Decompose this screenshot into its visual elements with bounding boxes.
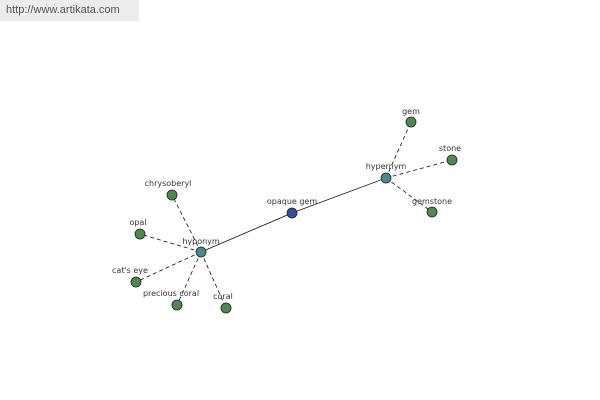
label-gem: gem [402,107,420,116]
node-hypernym[interactable] [380,172,392,184]
graph-labels: opaque gemhypernymhyponymgemstonegemston… [112,107,461,301]
edge-hyponym-precious-coral [176,251,202,306]
edge-hypernym-gem [385,121,412,179]
graph-edges [135,121,453,309]
node-hyponym[interactable] [195,246,207,258]
graph-nodes [130,116,458,314]
edge-hypernym-stone [385,159,453,179]
label-chrysoberyl: chrysoberyl [145,179,192,188]
edge-hyponym-chrysoberyl [171,194,202,253]
edge-hyponym-cat-s-eye [135,251,202,283]
label-precious-coral: precious coral [143,289,199,298]
label-cat-s-eye: cat's eye [112,266,148,275]
label-opal: opal [129,218,146,227]
node-gem[interactable] [405,116,417,128]
node-cat-s-eye[interactable] [130,276,142,288]
label-stone: stone [439,144,461,153]
url-bar: http://www.artikata.com [0,0,139,21]
node-gemstone[interactable] [426,206,438,218]
edge-hyponym-opal [139,233,202,253]
node-precious-coral[interactable] [171,299,183,311]
node-chrysoberyl[interactable] [166,189,178,201]
label-center: opaque gem [267,197,317,206]
edge-hyponym-center [200,212,293,253]
label-hyponym: hyponym [182,237,220,246]
label-coral: coral [213,292,233,301]
node-opal[interactable] [134,228,146,240]
edge-hypernym-center [291,177,387,214]
label-gemstone: gemstone [412,197,452,206]
node-center[interactable] [286,207,298,219]
label-hypernym: hypernym [366,162,407,171]
site-url[interactable]: http://www.artikata.com [6,4,120,16]
node-coral[interactable] [220,302,232,314]
node-stone[interactable] [446,154,458,166]
edge-hypernym-gemstone [385,177,433,213]
edge-hyponym-coral [200,251,227,309]
